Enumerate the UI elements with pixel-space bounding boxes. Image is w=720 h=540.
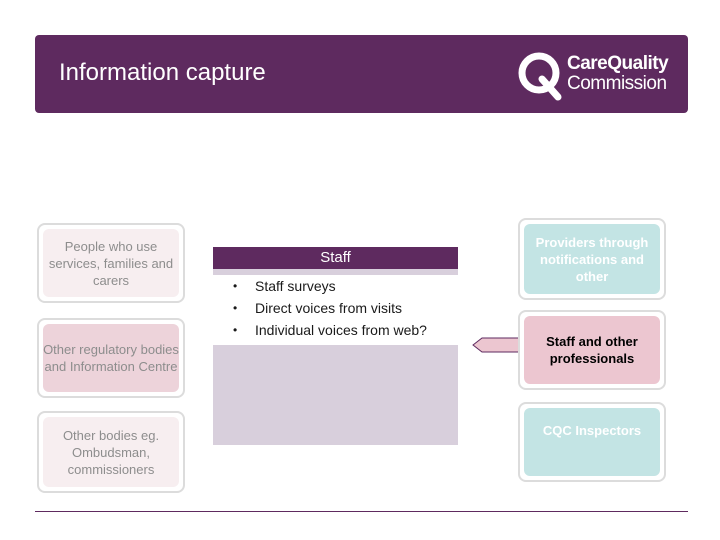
card-label: Providers through notifications and othe… xyxy=(524,224,660,294)
logo-line-1: CareQuality xyxy=(567,53,669,74)
bullet-dot-icon: • xyxy=(233,279,238,293)
cqc-logo: CareQuality Commission xyxy=(515,49,685,101)
list-item: • Individual voices from web? xyxy=(213,319,458,341)
card-label: Other regulatory bodies and Information … xyxy=(43,324,179,392)
card-label: People who use services, families and ca… xyxy=(43,229,179,297)
card-providers: Providers through notifications and othe… xyxy=(518,218,666,300)
staff-panel-title: Staff xyxy=(213,247,458,269)
list-item-text: Direct voices from visits xyxy=(255,300,403,316)
staff-panel: Staff • Staff surveys • Direct voices fr… xyxy=(213,247,458,445)
card-other-regulatory-bodies: Other regulatory bodies and Information … xyxy=(37,318,185,398)
list-item-text: Individual voices from web? xyxy=(255,322,427,338)
bullet-dot-icon: • xyxy=(233,323,238,337)
list-item: • Staff surveys xyxy=(213,275,458,297)
page-title: Information capture xyxy=(59,59,266,86)
staff-bullet-list: • Staff surveys • Direct voices from vis… xyxy=(213,275,458,345)
list-item: • Direct voices from visits xyxy=(213,297,458,319)
left-arrow-icon xyxy=(472,337,522,353)
list-item-text: Staff surveys xyxy=(255,278,336,294)
logo-line-2: Commission xyxy=(567,73,667,94)
card-people-who-use-services: People who use services, families and ca… xyxy=(37,223,185,303)
card-label: Staff and other professionals xyxy=(524,316,660,384)
logo-wordmark: CareQuality Commission xyxy=(567,53,669,94)
card-cqc-inspectors: CQC Inspectors xyxy=(518,402,666,482)
bullet-dot-icon: • xyxy=(233,301,238,315)
card-label: CQC Inspectors xyxy=(524,408,660,476)
card-label: Other bodies eg. Ombudsman, commissioner… xyxy=(43,417,179,487)
card-staff-professionals: Staff and other professionals xyxy=(518,310,666,390)
cqc-q-logo-icon xyxy=(518,52,562,101)
header-banner: Information capture CareQuality Commissi… xyxy=(35,35,688,113)
footer-divider xyxy=(35,511,688,512)
card-other-bodies: Other bodies eg. Ombudsman, commissioner… xyxy=(37,411,185,493)
